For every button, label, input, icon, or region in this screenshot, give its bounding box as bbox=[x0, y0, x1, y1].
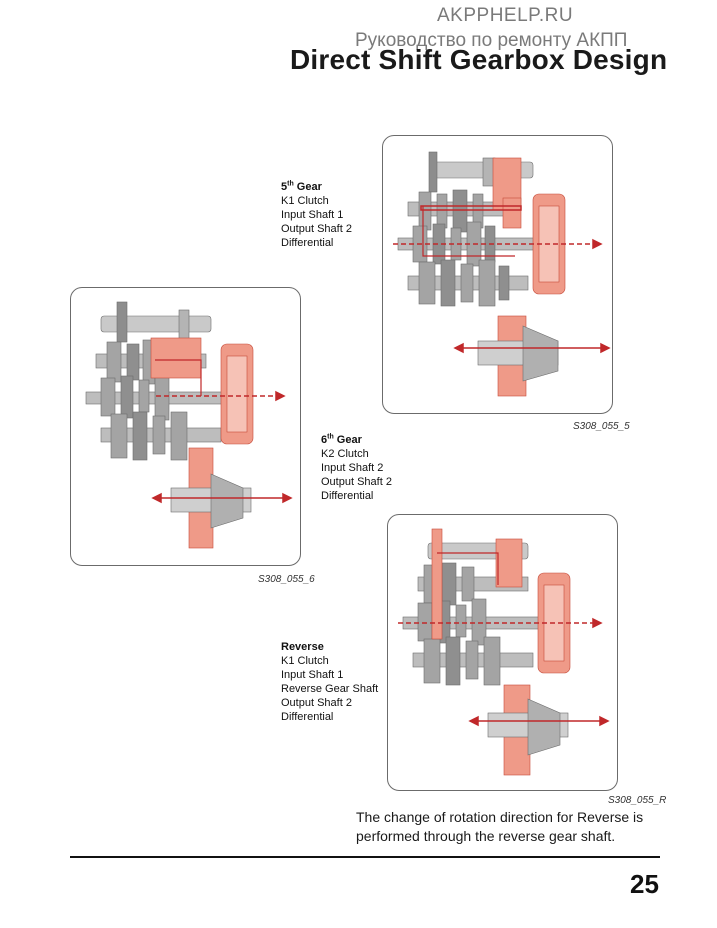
figure-caption-5th: S308_055_5 bbox=[573, 421, 630, 432]
legend-item: K1 Clutch bbox=[281, 195, 329, 207]
legend-6th-gear: 6th Gear K2 Clutch Input Shaft 2 Output … bbox=[321, 433, 392, 503]
figure-caption-6th: S308_055_6 bbox=[258, 574, 315, 585]
legend-reverse: Reverse K1 Clutch Input Shaft 1 Reverse … bbox=[281, 640, 378, 724]
page-number: 25 bbox=[630, 869, 659, 899]
legend-item: Output Shaft 2 bbox=[281, 223, 352, 235]
legend-item: Differential bbox=[281, 237, 334, 249]
legend-item: Differential bbox=[321, 490, 374, 502]
ordinal-suffix: th bbox=[287, 180, 294, 188]
ordinal-suffix: th bbox=[327, 433, 334, 441]
legend-item: K2 Clutch bbox=[321, 448, 369, 460]
figure-caption-reverse: S308_055_R bbox=[608, 795, 667, 806]
legend-heading: Reverse bbox=[281, 641, 324, 653]
footer-divider bbox=[70, 856, 660, 858]
watermark-subtitle: Руководство по ремонту АКПП bbox=[355, 30, 628, 51]
legend-item: Differential bbox=[281, 711, 334, 723]
figure-panel-5th-gear bbox=[382, 135, 613, 414]
legend-heading: 6th Gear bbox=[321, 433, 392, 447]
body-paragraph: The change of rotation direction for Rev… bbox=[356, 809, 644, 844]
page-title: Direct Shift Gearbox Design bbox=[290, 44, 668, 75]
figure-panel-reverse bbox=[387, 514, 618, 791]
legend-item: Output Shaft 2 bbox=[281, 697, 352, 709]
legend-item: Output Shaft 2 bbox=[321, 476, 392, 488]
gear-number: 5 bbox=[281, 181, 288, 193]
gearbox-illustration-reverse bbox=[398, 528, 610, 776]
gear-word: Gear bbox=[336, 434, 362, 446]
legend-item: Input Shaft 2 bbox=[321, 462, 384, 474]
gearbox-illustration-6th bbox=[85, 301, 293, 549]
gear-word: Gear bbox=[296, 181, 322, 193]
legend-heading: 5th Gear bbox=[281, 180, 352, 194]
figure-panel-6th-gear bbox=[70, 287, 301, 566]
legend-item: Input Shaft 1 bbox=[281, 209, 344, 221]
legend-5th-gear: 5th Gear K1 Clutch Input Shaft 1 Output … bbox=[281, 180, 352, 250]
gear-number: 6 bbox=[321, 434, 328, 446]
legend-item: Input Shaft 1 bbox=[281, 669, 344, 681]
watermark-site: AKPPHELP.RU bbox=[437, 5, 574, 26]
legend-item: K1 Clutch bbox=[281, 655, 329, 667]
legend-item: Reverse Gear Shaft bbox=[281, 683, 379, 695]
gearbox-illustration-5th bbox=[393, 151, 611, 397]
